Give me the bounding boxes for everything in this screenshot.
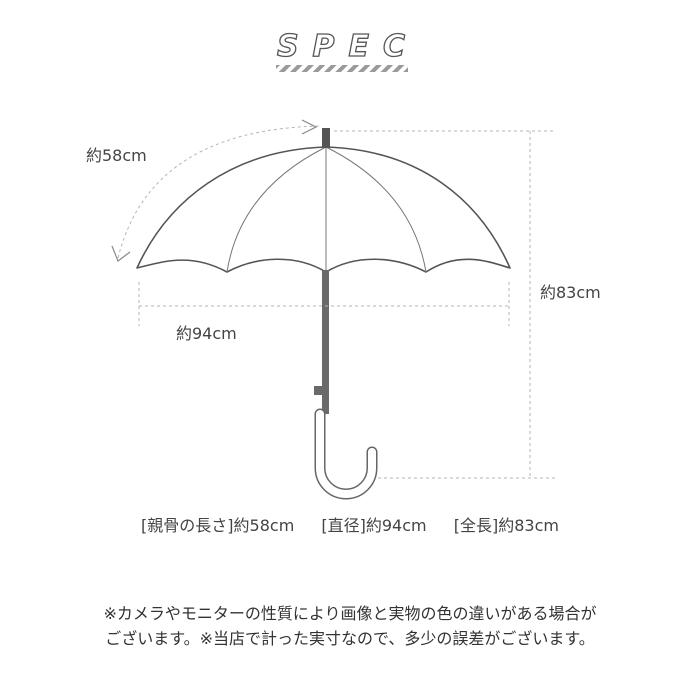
spec-length-value: 約83cm — [498, 516, 559, 535]
spec-length-label: [全長] — [453, 516, 499, 535]
spec-diameter: [直径]約94cm — [321, 512, 426, 536]
diameter-label: 約94cm — [176, 324, 237, 343]
rib-length-arc — [117, 125, 321, 259]
umbrella-runner-button — [314, 386, 322, 395]
spec-diameter-value: 約94cm — [365, 516, 427, 535]
spec-rib: [親骨の長さ]約58cm — [141, 512, 294, 536]
disclaimer-line-1: ※カメラやモニターの性質により画像と実物の色の違いがある場合が — [103, 604, 597, 623]
rib-arrow-start-icon — [111, 245, 131, 262]
umbrella-canopy — [136, 146, 511, 273]
title-underline-stripes — [276, 65, 408, 72]
rib-length-label: 約58cm — [86, 146, 147, 165]
umbrella-tip — [322, 128, 330, 148]
umbrella-handle-inner — [316, 410, 376, 498]
disclaimer-line-2: ございます。※当店で計った実寸なので、多少の誤差がございます。 — [105, 629, 595, 648]
total-length-label: 約83cm — [540, 283, 601, 302]
canopy-rib-left — [226, 146, 327, 273]
canopy-rib-right — [325, 146, 427, 273]
rib-arrow-end-icon — [301, 119, 318, 135]
spec-rib-value: 約58cm — [233, 516, 295, 535]
umbrella-shaft — [322, 270, 329, 414]
spec-title: SPEC — [277, 29, 419, 64]
spec-length: [全長]約83cm — [454, 512, 559, 536]
spec-diameter-label: [直径] — [321, 516, 366, 535]
spec-summary: [親骨の長さ]約58cm [直径]約94cm [全長]約83cm — [0, 512, 700, 536]
spec-rib-label: [親骨の長さ] — [141, 516, 234, 535]
